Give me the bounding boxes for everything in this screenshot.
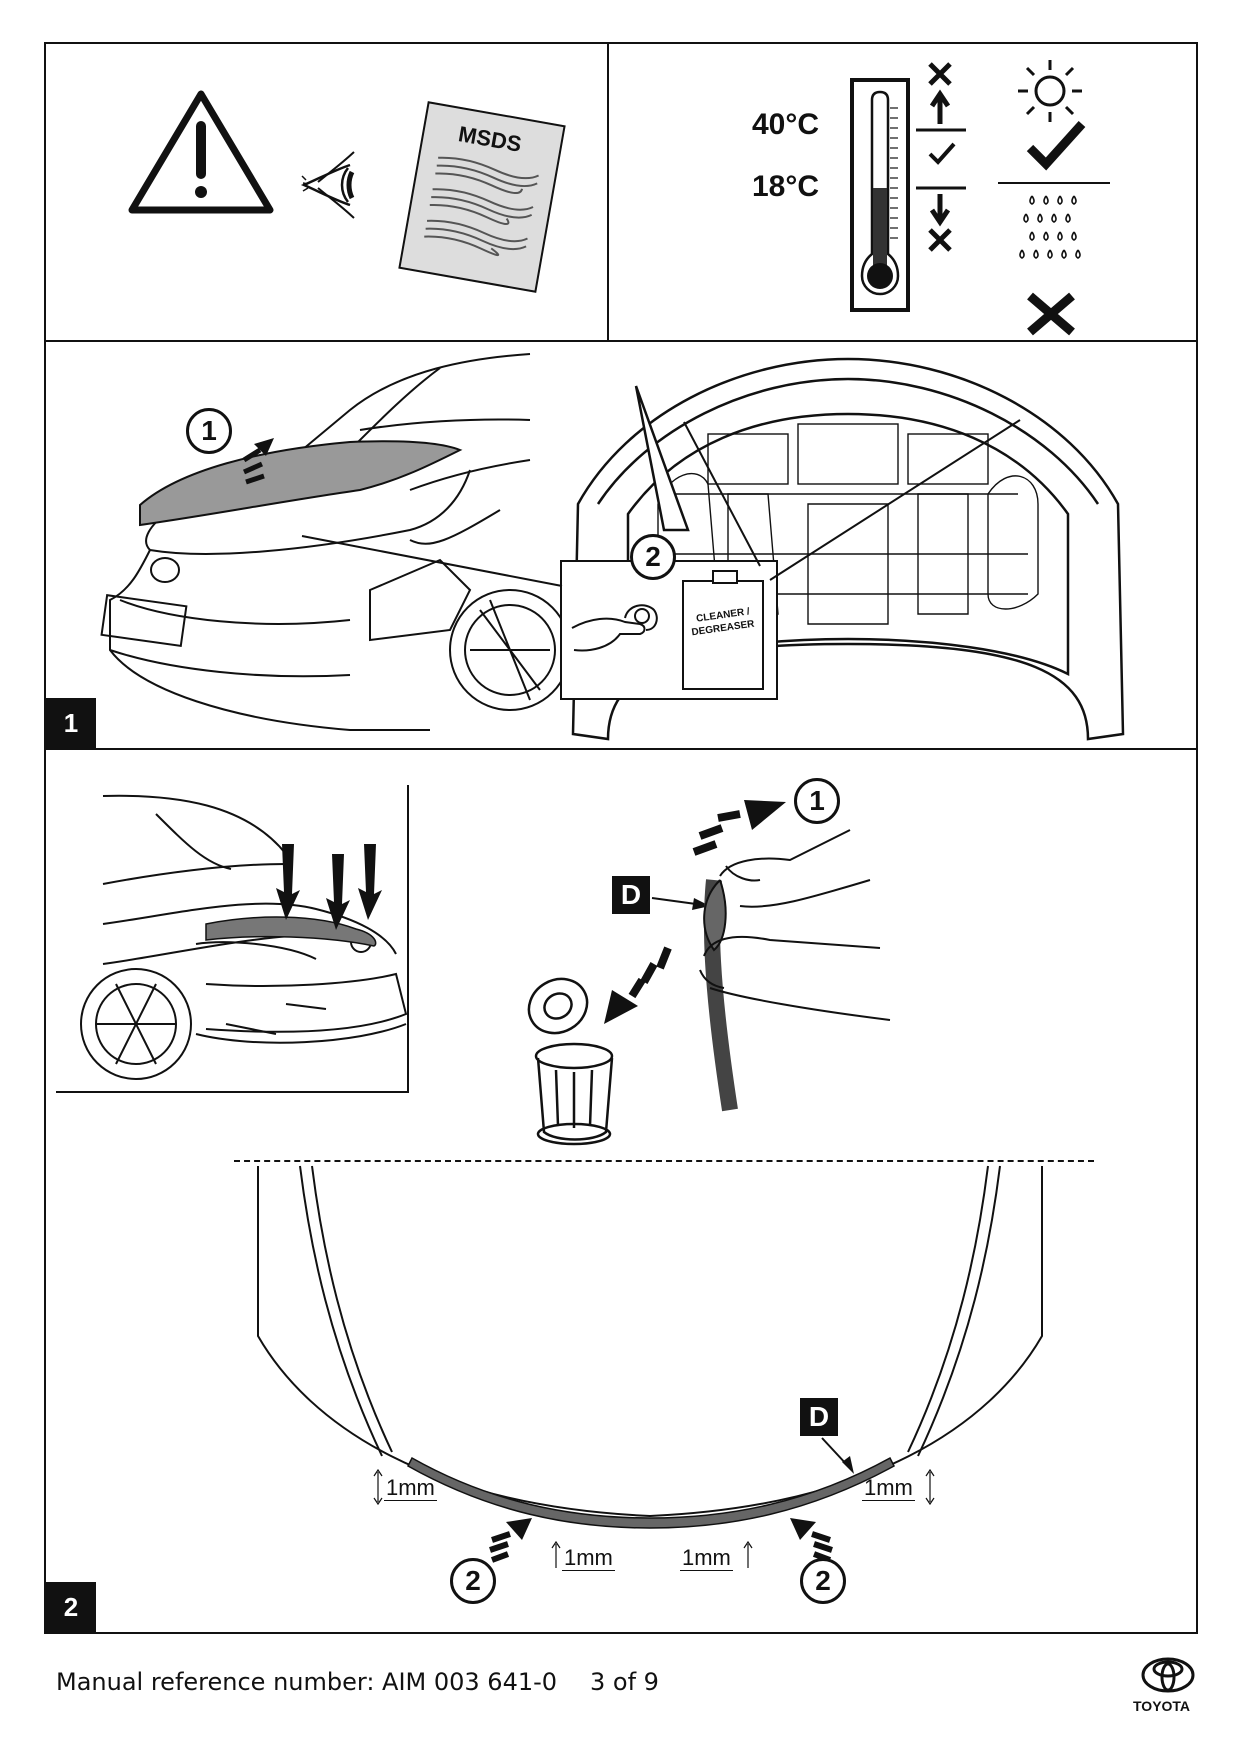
page-number: 3 of 9 xyxy=(590,1668,659,1696)
brand-name: TOYOTA xyxy=(1133,1698,1191,1714)
gap-measure-2: 1mm xyxy=(562,1545,615,1571)
bottle-cap xyxy=(712,570,738,584)
trash-bin-icon xyxy=(527,977,614,1146)
press-arrow-right xyxy=(790,1518,833,1563)
gap-measure-3: 1mm xyxy=(680,1545,733,1571)
temp-high-label: 40°C xyxy=(752,108,820,141)
hand-wiping-icon xyxy=(571,604,658,652)
zoom-lines xyxy=(301,419,1021,587)
eye-icon xyxy=(300,151,355,219)
discard-arrow xyxy=(604,946,672,1024)
hood-underside-illustration xyxy=(571,357,1125,741)
sun-icon xyxy=(1018,60,1082,122)
safety-conditions-panel xyxy=(44,42,1198,342)
msds-document: MSDS xyxy=(398,101,566,293)
step1-callout-2: 2 xyxy=(630,534,676,580)
gap-markers xyxy=(373,1468,935,1568)
section-divider-dashed xyxy=(234,1160,1094,1162)
car-front-illustration xyxy=(100,353,571,731)
step2-callout-2-right: 2 xyxy=(800,1558,846,1604)
temperature-range-indicator xyxy=(916,62,966,252)
step2-callout-1: 1 xyxy=(794,778,840,824)
temp-low-label: 18°C xyxy=(752,170,820,203)
cross-icon xyxy=(1027,292,1075,336)
check-icon xyxy=(1026,120,1086,171)
step2-part-label-d-top: D xyxy=(612,876,650,914)
thermometer-icon xyxy=(850,78,910,312)
rain-icon xyxy=(1019,195,1081,259)
press-arrow-icon xyxy=(242,438,274,485)
weather-divider xyxy=(998,182,1110,184)
gap-measure-1: 1mm xyxy=(384,1475,437,1501)
toyota-logo-icon xyxy=(1141,1657,1195,1693)
hands-peeling-tape xyxy=(699,829,891,1112)
warning-icon xyxy=(128,90,274,214)
step1-callout-1: 1 xyxy=(186,408,232,454)
gap-measure-4: 1mm xyxy=(862,1475,915,1501)
car-inset-illustration xyxy=(56,785,409,1093)
step2-part-label-d-bottom: D xyxy=(800,1398,838,1436)
cleaner-bottle: CLEANER / DEGREASER xyxy=(682,570,764,690)
peel-direction-arrow xyxy=(692,800,786,856)
part-d-pointer-bottom xyxy=(821,1437,854,1474)
step-2-badge: 2 xyxy=(46,1582,96,1632)
apply-arrows-icon xyxy=(276,844,382,930)
step-1-badge: 1 xyxy=(46,698,96,748)
press-arrow-left xyxy=(489,1518,532,1563)
document-text-lines xyxy=(424,156,540,257)
hood-top-outline xyxy=(257,1165,1043,1529)
step2-callout-2-left: 2 xyxy=(450,1558,496,1604)
manual-reference: Manual reference number: AIM 003 641-0 xyxy=(56,1668,558,1696)
panel-divider xyxy=(607,42,609,342)
msds-label: MSDS xyxy=(456,121,524,157)
